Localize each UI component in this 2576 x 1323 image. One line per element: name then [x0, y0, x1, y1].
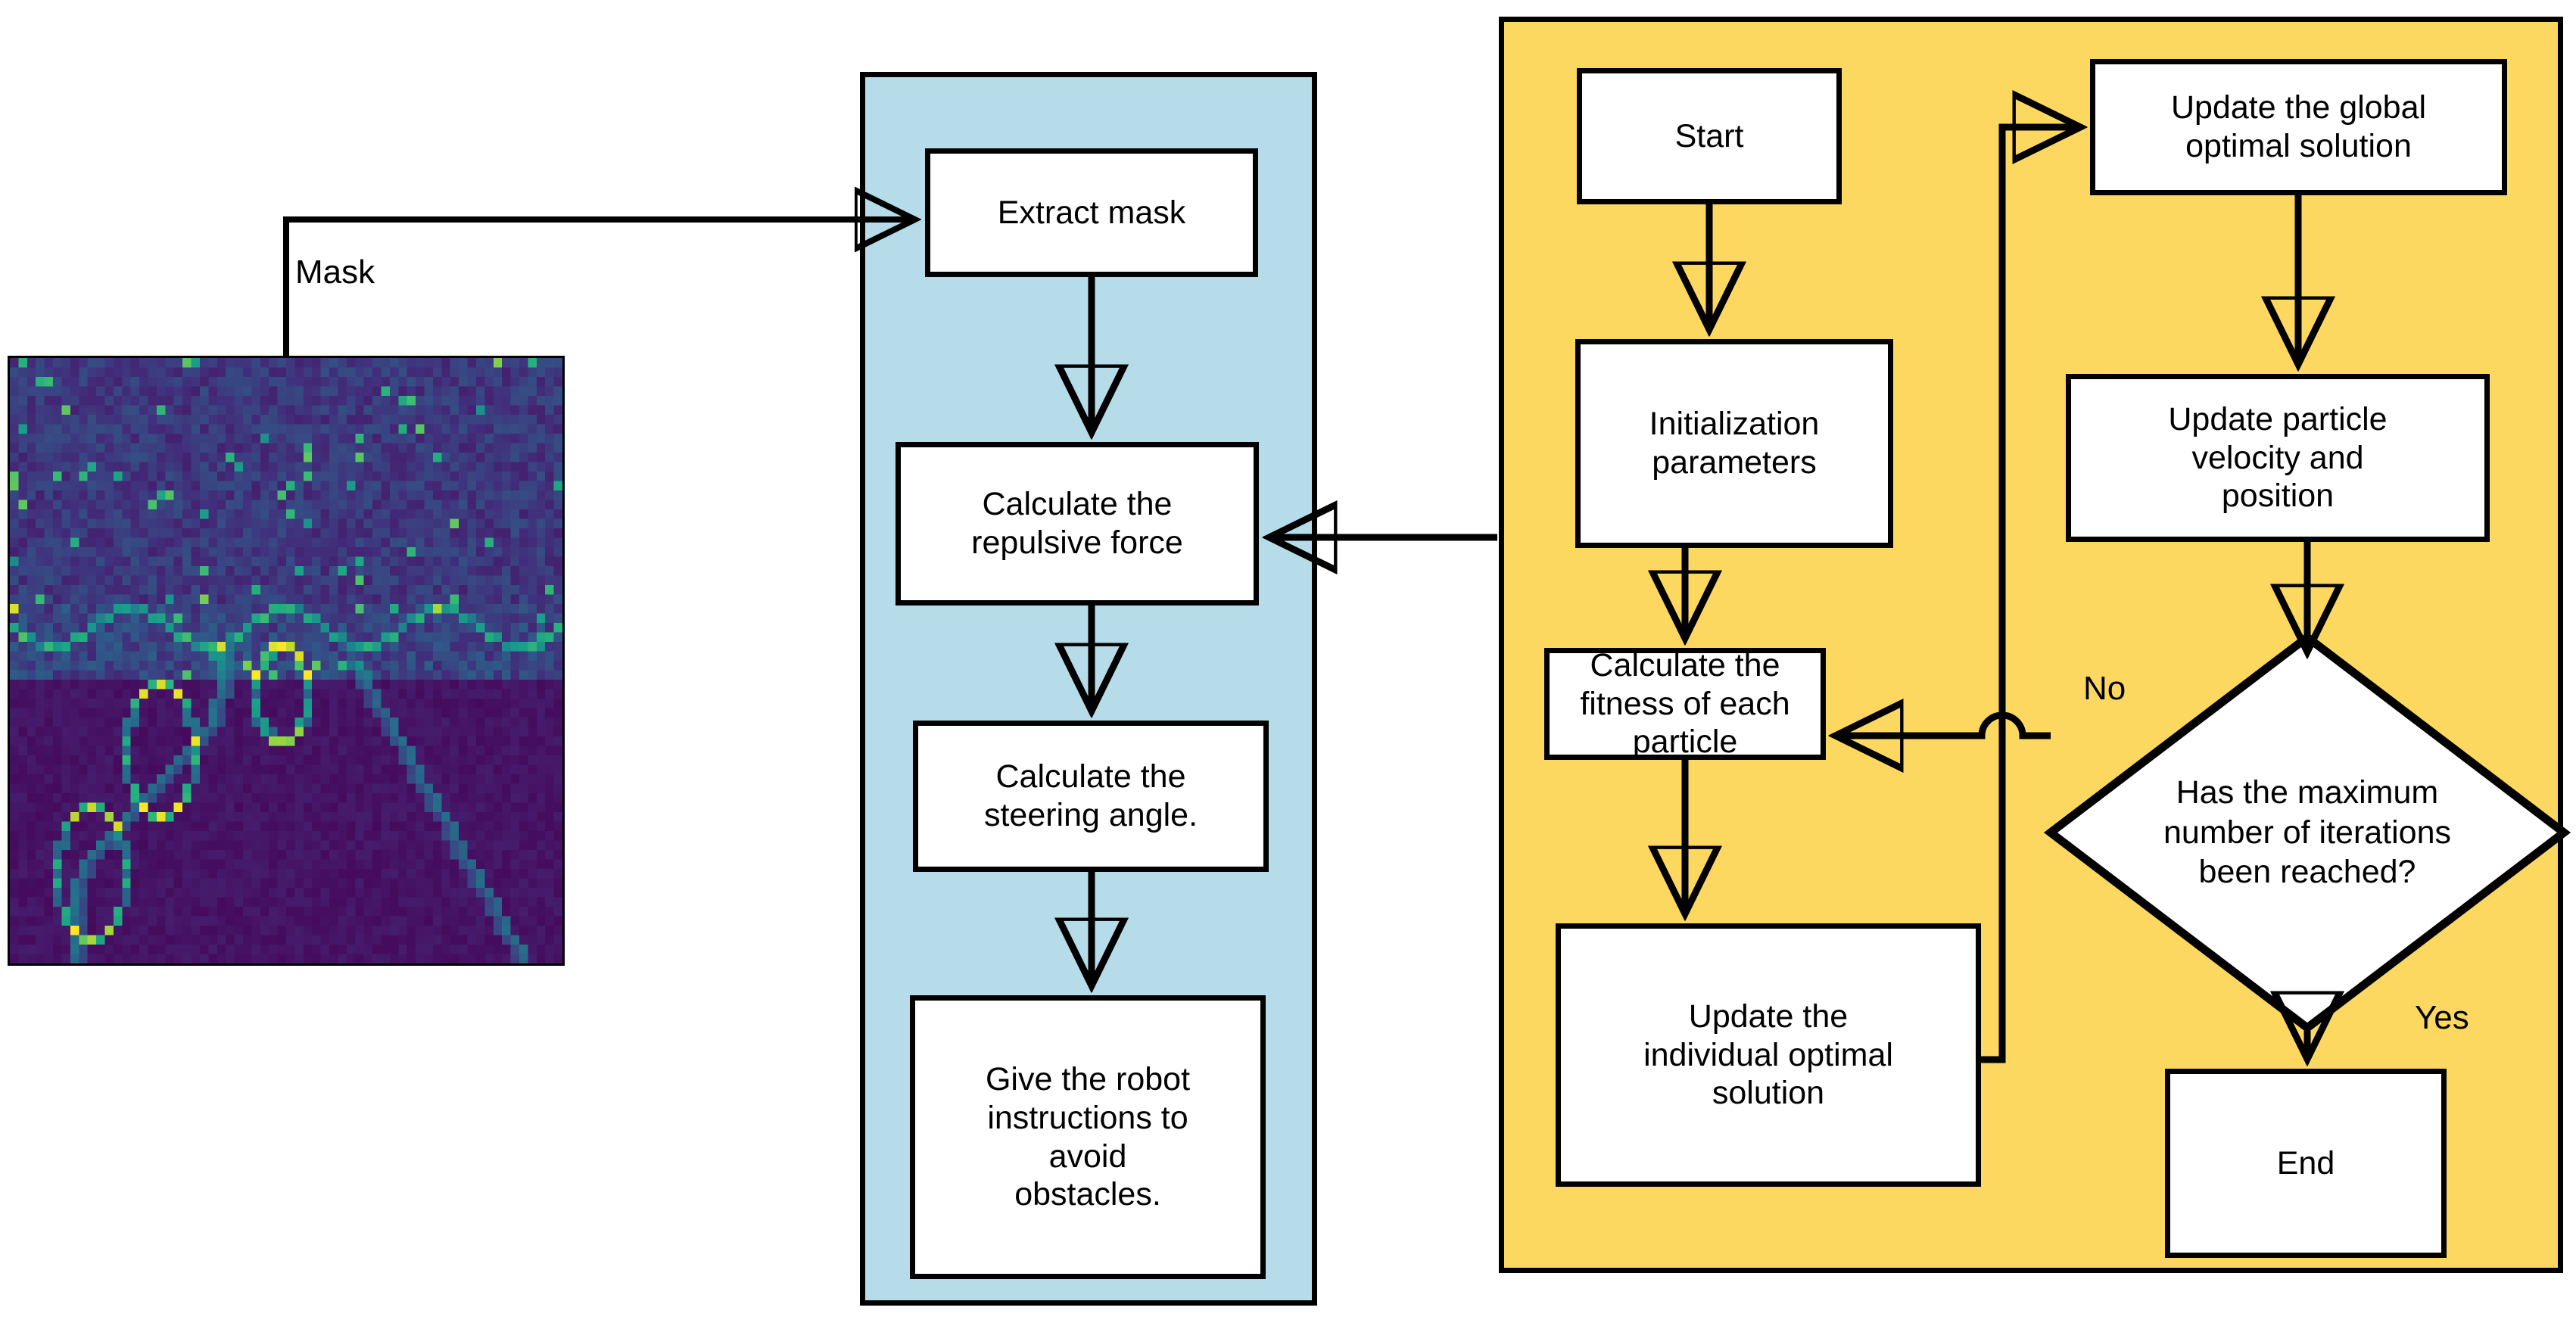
- feature-mask-heatmap: [8, 356, 565, 966]
- node-steering-angle[interactable]: Calculate the steering angle.: [913, 721, 1269, 872]
- connector-mask-to-extract: [283, 219, 911, 356]
- node-end-label: End: [2276, 1144, 2335, 1181]
- branch-label-yes: Yes: [2415, 999, 2469, 1036]
- node-end[interactable]: End: [2165, 1069, 2447, 1258]
- node-init-parameters[interactable]: Initialization parameters: [1575, 339, 1893, 548]
- node-robot-instructions[interactable]: Give the robot instructions to avoid obs…: [910, 995, 1266, 1279]
- node-individual-optimal[interactable]: Update the individual optimal solution: [1556, 923, 1981, 1187]
- node-repulsive-force[interactable]: Calculate the repulsive force: [896, 442, 1259, 605]
- node-steering-angle-label: Calculate the steering angle.: [983, 758, 1198, 833]
- branch-label-no: No: [2083, 670, 2126, 707]
- node-velocity-position[interactable]: Update particle velocity and position: [2066, 374, 2490, 542]
- node-individual-optimal-label: Update the individual optimal solution: [1643, 998, 1893, 1112]
- node-fitness[interactable]: Calculate the fitness of each particle: [1544, 646, 1826, 761]
- node-init-parameters-label: Initialization parameters: [1649, 406, 1820, 481]
- node-robot-instructions-label: Give the robot instructions to avoid obs…: [985, 1061, 1191, 1213]
- node-extract-mask[interactable]: Extract mask: [925, 148, 1258, 277]
- node-velocity-position-label: Update particle velocity and position: [2168, 400, 2388, 515]
- node-global-optimal[interactable]: Update the global optimal solution: [2090, 59, 2507, 195]
- node-start-label: Start: [1674, 117, 1744, 154]
- node-fitness-label: Calculate the fitness of each particle: [1580, 646, 1790, 761]
- edge-label-mask: Mask: [295, 254, 375, 291]
- node-repulsive-force-label: Calculate the repulsive force: [971, 486, 1183, 561]
- node-global-optimal-label: Update the global optimal solution: [2170, 89, 2427, 164]
- node-start[interactable]: Start: [1577, 68, 1842, 204]
- node-extract-mask-label: Extract mask: [997, 194, 1186, 231]
